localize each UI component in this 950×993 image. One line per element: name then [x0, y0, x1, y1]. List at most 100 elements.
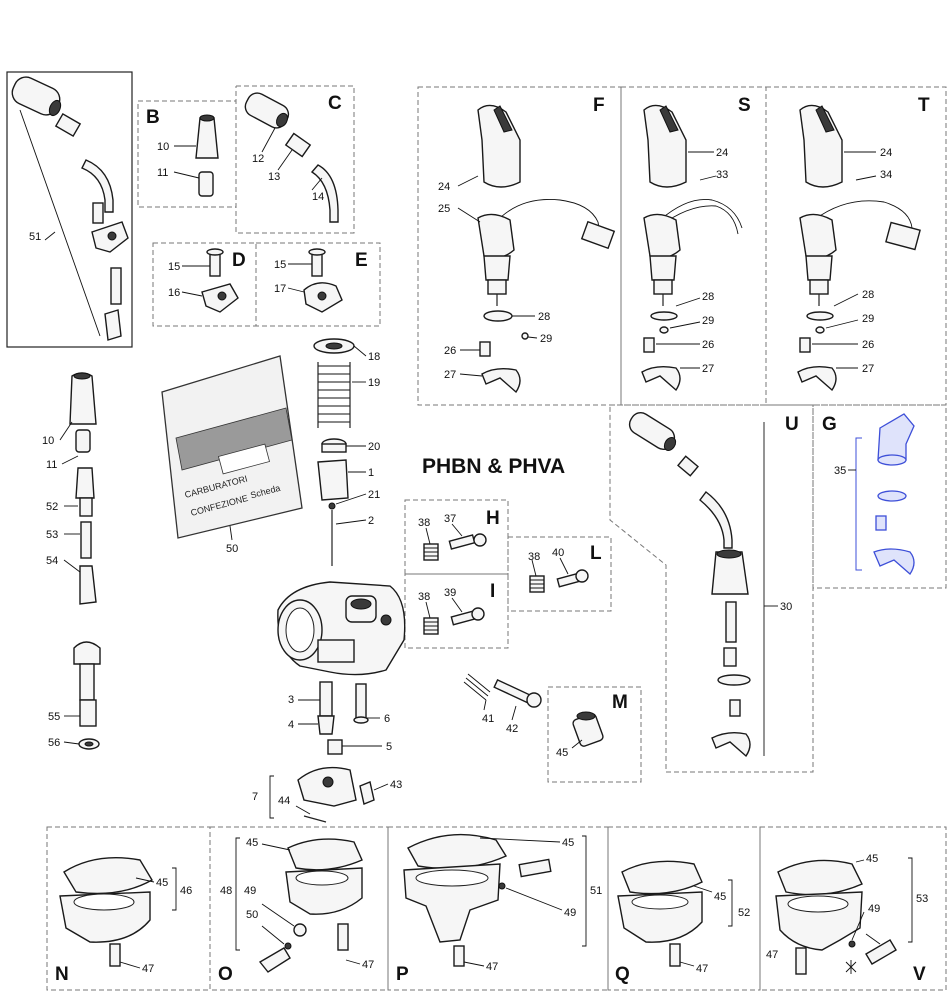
part-num-27f: 29 [540, 333, 552, 345]
frame-53 [6, 71, 133, 348]
part-num-33: 35 [834, 465, 846, 477]
section-M-illustration [571, 711, 604, 749]
part-num-45v: 47 [766, 949, 778, 961]
part-num-11b: 11 [157, 167, 168, 179]
section-letter-H: H [486, 508, 500, 529]
section-G-illustration [848, 413, 915, 575]
part-num-29: 34 [880, 169, 892, 181]
part-num-37: 40 [552, 547, 564, 559]
choke-parts-illustration [59, 372, 97, 605]
section-D-illustration [181, 248, 239, 313]
part-num-15d: 15 [168, 261, 180, 273]
part-num-22s: 24 [716, 147, 728, 159]
section-letter-B: B [146, 107, 160, 128]
part-num-43p: 45 [562, 837, 574, 849]
section-letter-M: M [612, 692, 628, 713]
part-num-1: 1 [368, 467, 374, 479]
part-num-10b: 10 [157, 141, 169, 153]
part-num-52: 50 [226, 543, 238, 555]
part-num-43q: 45 [714, 891, 726, 903]
part-num-45n: 47 [142, 963, 154, 975]
section-C-illustration [244, 92, 339, 223]
section-U-illustration [628, 412, 778, 758]
section-HIL-illustration [423, 523, 589, 635]
frame-P [387, 826, 609, 991]
part-num-12: 12 [252, 153, 264, 165]
parts-bag-illustration: CARBURATORI CONFEZIONE Scheda [161, 355, 303, 541]
part-num-26f: 28 [538, 311, 550, 323]
part-num-18: 18 [368, 351, 380, 363]
part-num-21: 21 [368, 489, 380, 501]
frame-M [547, 686, 642, 783]
part-num-46: 48 [220, 885, 232, 897]
section-letter-U: U [785, 414, 799, 435]
section-N-illustration [59, 857, 177, 969]
part-num-40: 45 [556, 747, 568, 759]
section-O-illustration [235, 837, 363, 973]
section-Q-illustration [617, 860, 733, 967]
part-num-35l: 38 [528, 551, 540, 563]
part-num-16: 16 [168, 287, 180, 299]
part-num-42: 44 [278, 795, 290, 807]
part-num-25f: 27 [444, 369, 456, 381]
part-num-47p: 49 [564, 907, 576, 919]
part-num-13: 13 [268, 171, 280, 183]
part-num-27s: 29 [702, 315, 714, 327]
section-letter-D: D [232, 250, 246, 271]
part-num-45o: 47 [362, 959, 374, 971]
part-num-58: 56 [48, 737, 60, 749]
part-num-43o: 45 [246, 837, 258, 849]
part-num-3: 3 [288, 694, 294, 706]
frame-B [137, 100, 237, 208]
part-num-25t: 27 [862, 363, 874, 375]
float-assembly-illustration [269, 766, 389, 823]
section-F-illustration [457, 104, 616, 394]
section-B-illustration [173, 114, 219, 197]
part-num-43n: 45 [156, 877, 168, 889]
section-E-illustration [287, 248, 343, 313]
part-num-27t: 29 [862, 313, 874, 325]
part-num-49: 51 [590, 885, 602, 897]
part-num-50: 52 [738, 907, 750, 919]
part-num-17: 17 [274, 283, 286, 295]
frame-S [620, 86, 767, 406]
part-num-55: 53 [46, 529, 58, 541]
part-num-47v: 49 [868, 903, 880, 915]
part-num-19: 19 [368, 377, 380, 389]
part-num-22t: 24 [880, 147, 892, 159]
part-num-26s: 28 [702, 291, 714, 303]
section-letter-L: L [590, 543, 602, 564]
section-letter-V: V [913, 964, 926, 985]
part-num-14: 14 [312, 191, 324, 203]
part-num-2: 2 [368, 515, 374, 527]
frame-T [765, 86, 947, 406]
part-num-36: 39 [444, 587, 456, 599]
section-letter-E: E [355, 250, 368, 271]
frame-G [812, 404, 947, 589]
part-num-4: 4 [288, 719, 294, 731]
part-num-43v: 45 [866, 853, 878, 865]
frame-V [759, 826, 947, 991]
part-num-34: 37 [444, 513, 456, 525]
part-num-54: 52 [46, 501, 58, 513]
part-num-57: 55 [48, 711, 60, 723]
part-num-51: 53 [916, 893, 928, 905]
section-letter-N: N [55, 964, 69, 985]
section-letter-F: F [593, 95, 605, 116]
part-num-28: 33 [716, 169, 728, 181]
frame-L [507, 536, 612, 612]
carburetor-body-illustration [277, 581, 406, 676]
part-num-24t: 26 [862, 339, 874, 351]
section-letter-O: O [218, 964, 233, 985]
part-num-47o: 49 [244, 885, 256, 897]
part-num-10l: 10 [42, 435, 54, 447]
part-num-38: 41 [482, 713, 494, 725]
part-num-41: 43 [390, 779, 402, 791]
section-letter-S: S [738, 95, 751, 116]
choke-plunger-illustration [63, 641, 101, 750]
frame-C [235, 85, 355, 234]
part-num-30: 30 [780, 601, 792, 613]
part-num-11l: 11 [46, 459, 57, 471]
diagram-title: PHBN & PHVA [422, 455, 565, 478]
frame-E [255, 242, 381, 327]
